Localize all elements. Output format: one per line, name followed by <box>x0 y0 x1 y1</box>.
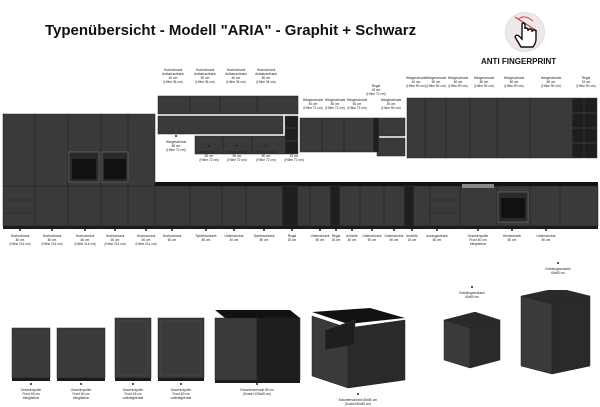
label-marker-dot <box>205 229 207 231</box>
cabinet-label: Hängeschrank 60 cm (Höhe 72 cm) <box>226 150 248 162</box>
cabinet-label: Hochschrank 60 cm (Höhe 214 cm) <box>104 234 126 246</box>
label-marker-dot <box>557 262 559 264</box>
cabinet-label: Hochschrank 50 cm (Höhe 214 cm) <box>41 234 63 246</box>
detail-cabinet-label: Geschirrspüler Front 45 cm vollintegrier… <box>122 388 144 400</box>
cabinet-label: Hängeschrank 50 cm (Höhe 90 cm) <box>425 76 447 88</box>
label-marker-dot <box>477 229 479 231</box>
label-marker-dot <box>256 383 258 385</box>
label-marker-dot <box>84 229 86 231</box>
label-marker-dot <box>114 229 116 231</box>
cabinet-label: Herdschrank 60 cm <box>502 234 522 242</box>
label-marker-dot <box>208 145 210 147</box>
cabinet-label: Regal 15 cm <box>287 234 297 242</box>
label-marker-dot <box>265 145 267 147</box>
detail-cabinet-label: Eckhängeschrank 60x60 cm <box>459 291 485 299</box>
detail-cabinet-label: Geschirrspüler Front 45 cm integrierbar <box>20 388 42 400</box>
label-marker-dot <box>511 229 513 231</box>
label-marker-dot <box>175 135 177 137</box>
cabinet-label: Unterschrank 60 cm <box>384 234 404 242</box>
cabinet-label: Hängeschrank 50 cm (Höhe 72 cm) <box>198 150 220 162</box>
cabinet-label: Spülenschrank 80 cm <box>253 234 275 242</box>
hanging-cabinets-right <box>406 97 598 159</box>
cabinet-label: Hochschrank Aufsatzschrank 60 cm (Höhe 3… <box>255 68 277 84</box>
cabinet-label: Hängeschrank 80 cm (Höhe 72 cm) <box>255 150 277 162</box>
cabinet-label: Hängeschrank 50 cm (Höhe 72 cm) <box>324 98 346 110</box>
label-marker-dot <box>357 393 359 395</box>
plinth <box>3 226 598 229</box>
worktop <box>155 182 598 186</box>
page-title: Typenübersicht - Modell "ARIA" - Graphit… <box>45 22 417 39</box>
cabinet-label: Hängeschrank 80 cm (Höhe 90 cm) <box>503 76 525 88</box>
cabinet-label: Hängeschrank 80 cm (Höhe 90 cm) <box>473 76 495 88</box>
label-marker-dot <box>319 229 321 231</box>
detail-cabinet-label: Eckhängeschrank 60x60 cm <box>545 267 571 275</box>
cabinet-label: Hochschrank Aufsatzschrank 50 cm (Höhe 3… <box>194 68 216 84</box>
label-marker-dot <box>411 229 413 231</box>
finger-touch-icon <box>514 16 538 48</box>
label-marker-dot <box>371 229 373 231</box>
cabinet-label: Anrichte 40 cm <box>346 234 358 242</box>
cabinet-label: Hochschrank 40 cm (Höhe 214 cm) <box>9 234 31 246</box>
cabinet-label: Regal 15 cm (Höhe 72 cm) <box>284 150 304 162</box>
detail-cabinets <box>11 290 591 389</box>
cabinet-label: Hängeschrank 80 cm (Höhe 90 cm) <box>540 76 562 88</box>
label-marker-dot <box>236 145 238 147</box>
label-marker-dot <box>233 229 235 231</box>
label-marker-dot <box>263 229 265 231</box>
label-marker-dot <box>180 383 182 385</box>
label-marker-dot <box>80 383 82 385</box>
label-marker-dot <box>132 383 134 385</box>
label-marker-dot <box>471 286 473 288</box>
cabinet-label: Hängeschrank 60 cm (Höhe 90 cm) <box>447 76 469 88</box>
cabinet-label: Hochschrank 60 cm (Höhe 214 cm) <box>135 234 157 246</box>
label-marker-dot <box>145 229 147 231</box>
cabinet-label: Hängeschrank 80 cm (Höhe 72 cm) <box>165 140 187 152</box>
cabinet-label: Hängeschrank 40 cm (Höhe 90 cm) <box>405 76 427 88</box>
base-cabinets <box>2 184 599 227</box>
label-marker-dot <box>436 229 438 231</box>
cabinet-label: Hochschrank 60 cm <box>162 234 182 242</box>
cabinet-label: Regal 15 cm (Höhe 72 cm) <box>366 84 386 96</box>
label-marker-dot <box>545 229 547 231</box>
label-marker-dot <box>293 145 295 147</box>
cabinet-label: Hängeschrank 30 cm (Höhe 90 cm) <box>380 98 402 110</box>
tall-cabinets <box>2 113 156 187</box>
cabinet-label: Unterschrank 40 cm <box>224 234 244 242</box>
cabinet-label: Spülenschrank 80 cm <box>195 234 217 242</box>
detail-cabinet-label: Geschirrspüler Front 60 cm integrierbar <box>70 388 92 400</box>
detail-cabinet-label: Eckunterschrank 80 cm (Sockel 105x65 cm) <box>240 388 274 396</box>
cabinet-label: Unterschrank 50 cm <box>310 234 330 242</box>
cabinet-label: Unterschrank 80 cm <box>536 234 556 242</box>
detail-cabinet-label: Geschirrspüler Front 60 cm vollintegrier… <box>170 388 192 400</box>
cabinet-label: Anrichte 15 cm <box>406 234 418 242</box>
cabinet-label: Regal 15 cm <box>331 234 341 242</box>
detail-cabinet-label: Eckunterschrank 80x80 cm (Sockel 80x80 c… <box>338 398 378 406</box>
cabinet-label: Hochschrank Aufsatzschrank 40 cm (Höhe 3… <box>162 68 184 84</box>
label-marker-dot <box>335 229 337 231</box>
cabinet-label: Hochschrank 60 cm (Höhe 214 cm) <box>74 234 96 246</box>
cabinet-label: Hängeschrank 40 cm (Höhe 72 cm) <box>302 98 324 110</box>
label-marker-dot <box>19 229 21 231</box>
cabinet-label: Geschirrspüler Front 60 cm integrierbar <box>467 234 489 246</box>
anti-fingerprint-logo <box>505 12 545 52</box>
cabinet-label: Hochschrank Aufsatzschrank 60 cm (Höhe 3… <box>225 68 247 84</box>
label-marker-dot <box>351 229 353 231</box>
label-marker-dot <box>171 229 173 231</box>
label-marker-dot <box>291 229 293 231</box>
kitchen-overview-strip <box>2 95 599 229</box>
cabinet-label: Regal 15 cm (Höhe 90 cm) <box>576 76 596 88</box>
hanging-cabinets-middle <box>299 117 406 157</box>
upper-aufsatz-cabinets <box>157 95 299 155</box>
label-marker-dot <box>393 229 395 231</box>
cabinet-label: Unterschrank 50 cm <box>362 234 382 242</box>
cabinet-label: Auszugschrank 60 cm <box>426 234 448 242</box>
cabinet-label: Hängeschrank 60 cm (Höhe 72 cm) <box>346 98 368 110</box>
anti-fingerprint-label: ANTI FINGERPRINT <box>481 57 557 66</box>
label-marker-dot <box>30 383 32 385</box>
label-marker-dot <box>51 229 53 231</box>
